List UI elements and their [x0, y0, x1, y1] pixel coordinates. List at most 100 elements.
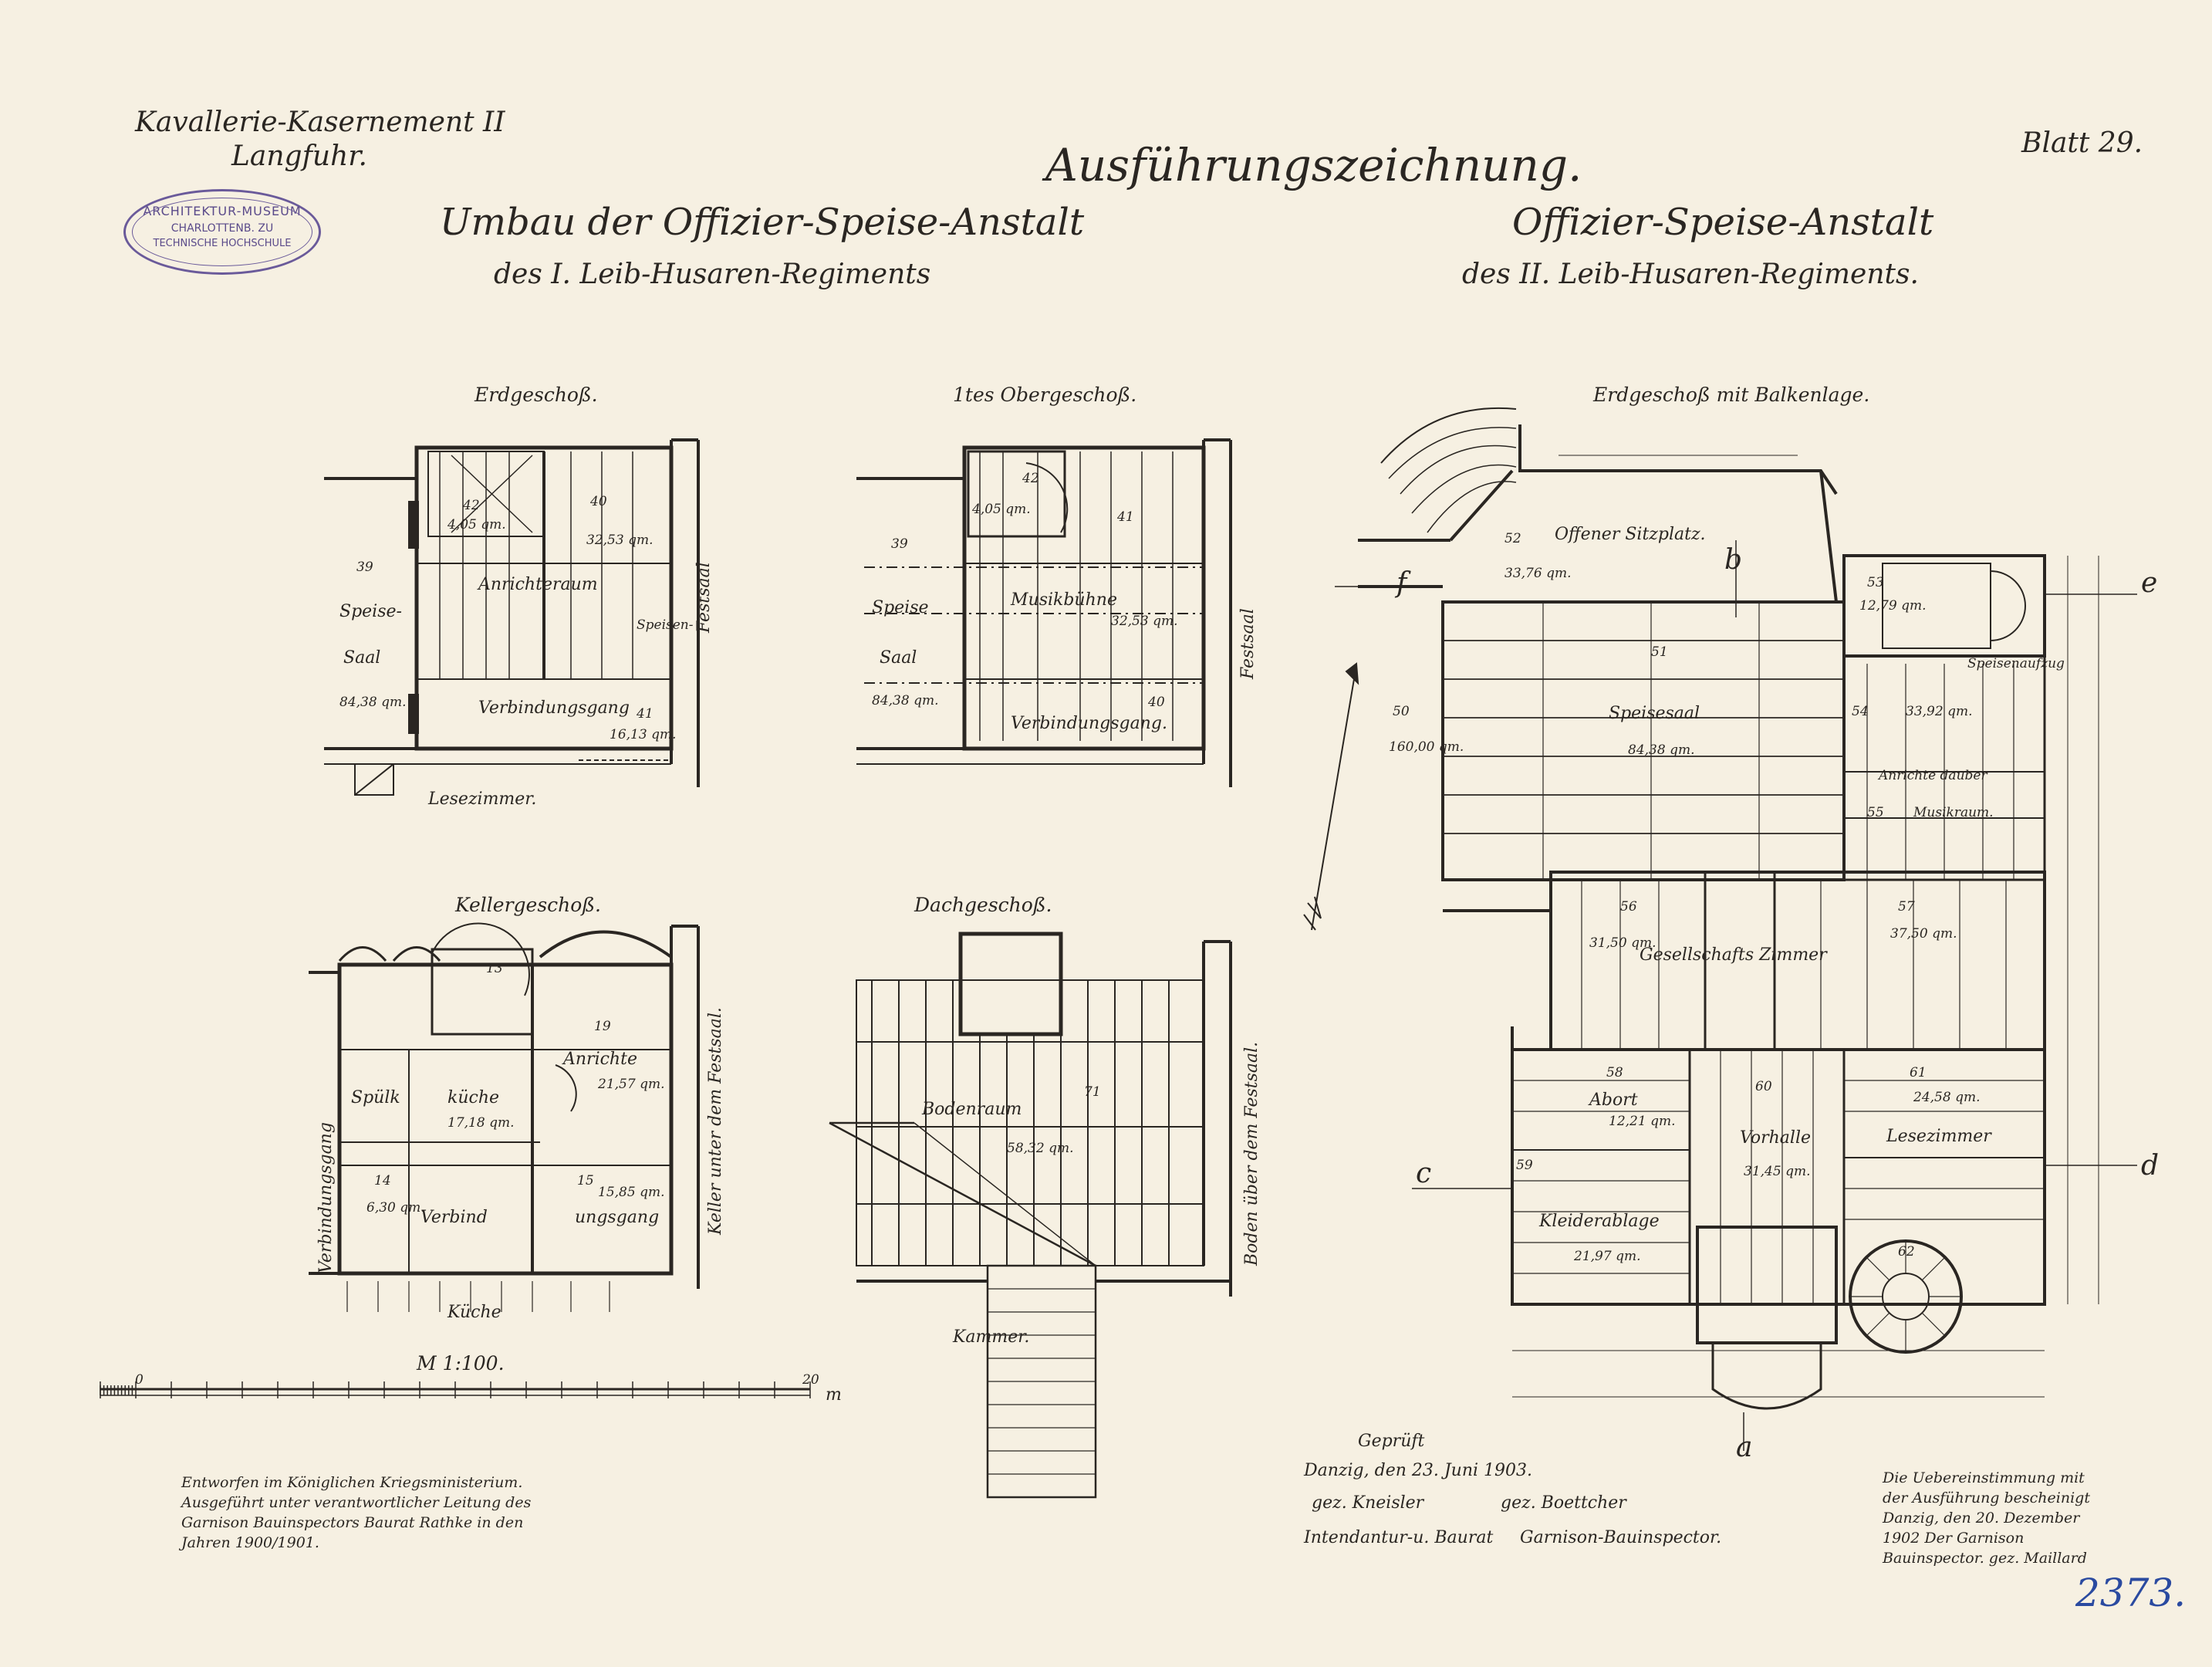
bl-num-50: 50: [1393, 704, 1410, 719]
eg-num-42: 42: [463, 498, 480, 513]
bl-num-54: 54: [1852, 704, 1869, 719]
bl-room-kleiderablage: Kleiderablage: [1539, 1212, 1660, 1231]
bl-room-left-area: 160,00 qm.: [1389, 739, 1464, 755]
scale-zero: 0: [135, 1372, 144, 1388]
kg-room-kueche-below: Küche: [447, 1303, 501, 1322]
bl-room-gesellschaftszimmer: Gesellschafts Zimmer: [1640, 945, 1827, 965]
eg-room-speisen: Speisen-: [637, 617, 694, 633]
eg-room-saal-area: 84,38 qm.: [339, 695, 407, 710]
bl-room-abort-area: 12,21 qm.: [1609, 1114, 1676, 1129]
bl-room-anrichte-area: 33,92 qm.: [1906, 704, 1973, 719]
title-dachgeschoss: Dachgeschoß.: [914, 894, 1052, 916]
bl-room-vorhalle-area: 31,45 qm.: [1744, 1164, 1811, 1179]
bl-room-speisesaal-area: 84,38 qm.: [1628, 742, 1695, 758]
kg-room-kueche-area: 17,18 qm.: [447, 1115, 515, 1131]
og-num-42: 42: [1022, 471, 1039, 486]
og-num-40: 40: [1148, 695, 1165, 710]
bl-room-gesellschaft-left-area: 31,50 qm.: [1589, 935, 1656, 951]
bl-num-52: 52: [1504, 531, 1521, 546]
title-balkenlage: Erdgeschoß mit Balkenlage.: [1593, 384, 1870, 406]
museum-stamp: ARCHITEKTUR-MUSEUM CHARLOTTENB. ZU TECHN…: [123, 189, 321, 275]
kg-room-keller-festsaal: Keller unter dem Festsaal.: [706, 1007, 725, 1235]
bl-room-musikraum: Musikraum.: [1913, 805, 1994, 820]
right-subtitle: des II. Leib-Husaren-Regiments.: [1462, 259, 1919, 290]
dg-room-kammer: Kammer.: [953, 1327, 1030, 1347]
project-location: Langfuhr.: [231, 140, 367, 172]
bl-room-vorhalle: Vorhalle: [1740, 1128, 1812, 1148]
eg-room-verbindungsgang-area: 16,13 qm.: [610, 727, 677, 742]
kg-room-verbind: Verbind: [420, 1208, 488, 1227]
section-mark-f: f: [1396, 567, 1407, 599]
eg-room-festsaal: Festsaal: [694, 562, 714, 633]
og-room-verbindungsgang: Verbindungsgang.: [1011, 714, 1167, 733]
kg-room-spuelk: Spülk: [351, 1088, 400, 1107]
kg-num-15: 15: [577, 1173, 594, 1189]
bl-num-58: 58: [1606, 1065, 1623, 1080]
kg-room-verbindungsgang-area: 15,85 qm.: [598, 1185, 665, 1200]
bl-room-kleiderablage-area: 21,97 qm.: [1574, 1249, 1641, 1264]
plan-erdgeschoss: [324, 438, 700, 796]
dg-room-bodenraum-area: 58,32 qm.: [1007, 1141, 1074, 1156]
og-room-festsaal: Festsaal: [1238, 608, 1258, 679]
og-room-saal-area: 84,38 qm.: [872, 693, 939, 708]
kg-room-verbindungsgang-side: Verbindungsgang: [316, 1122, 336, 1273]
kg-num-14: 14: [374, 1173, 391, 1189]
section-mark-a: a: [1736, 1432, 1753, 1463]
dg-num-71: 71: [1084, 1084, 1101, 1100]
note-center-1: Geprüft: [1358, 1432, 1425, 1451]
title-kellergeschoss: Kellergeschoß.: [455, 894, 601, 916]
og-room-speise: Speise: [872, 598, 929, 617]
bl-room-gesellschaft-right-area: 37,50 qm.: [1890, 926, 1957, 942]
eg-room-lesezimmer: Lesezimmer.: [428, 790, 537, 809]
inventory-number: 2373.: [2075, 1571, 2187, 1615]
bl-room-stair-area: 12,79 qm.: [1859, 598, 1927, 614]
section-mark-d: d: [2141, 1150, 2160, 1182]
eg-num-41: 41: [637, 706, 653, 722]
bl-num-60: 60: [1755, 1079, 1772, 1094]
og-room-stair-area: 4,05 qm.: [972, 502, 1031, 517]
eg-num-39: 39: [356, 560, 373, 575]
kg-room-small-area: 6,30 qm.: [366, 1200, 425, 1216]
plan-obergeschoss: [856, 438, 1232, 787]
note-center-4: gez. Boettcher: [1501, 1493, 1626, 1513]
bl-num-61: 61: [1910, 1065, 1927, 1080]
bl-room-sitzplatz: Offener Sitzplatz.: [1555, 525, 1706, 544]
bl-num-55: 55: [1867, 805, 1884, 820]
dg-room-bodenraum: Bodenraum: [922, 1100, 1022, 1119]
bl-num-59: 59: [1516, 1158, 1533, 1173]
og-room-musikbuehne: Musikbühne: [1011, 590, 1117, 610]
left-title: Umbau der Offizier-Speise-Anstalt: [440, 201, 1085, 244]
og-num-41: 41: [1117, 509, 1134, 525]
eg-room-anrichteraum-area: 32,53 qm.: [586, 533, 653, 548]
bl-num-56: 56: [1620, 899, 1637, 915]
section-mark-c: c: [1416, 1158, 1432, 1189]
scale-label: M 1:100.: [417, 1352, 505, 1375]
scale-end: 20: [802, 1372, 819, 1388]
kg-num-19: 19: [594, 1019, 611, 1034]
title-erdgeschoss: Erdgeschoß.: [474, 384, 598, 406]
note-center-5: Intendantur-u. Baurat: [1304, 1528, 1494, 1547]
bl-room-speisenaufzug: Speisenaufzug: [1967, 656, 2065, 671]
eg-room-stair-area: 4,05 qm.: [447, 517, 506, 533]
right-title: Offizier-Speise-Anstalt: [1512, 201, 1934, 244]
bl-num-51: 51: [1651, 644, 1668, 660]
kg-room-anrichte: Anrichte: [563, 1050, 637, 1069]
bl-num-57: 57: [1898, 899, 1915, 915]
scale-unit: m: [826, 1385, 842, 1405]
og-room-musikbuehne-area: 32,53 qm.: [1111, 614, 1178, 629]
bl-num-53: 53: [1867, 575, 1884, 590]
eg-num-40: 40: [590, 494, 607, 509]
note-center-2: Danzig, den 23. Juni 1903.: [1304, 1461, 1533, 1480]
eg-room-verbindungsgang: Verbindungsgang: [478, 698, 630, 718]
sheet-title: Ausführungszeichnung.: [1045, 139, 1582, 191]
stamp-inner-ring: [132, 198, 312, 266]
bl-room-lesezimmer: Lesezimmer: [1886, 1127, 1991, 1146]
plan-dachgeschoss: [829, 932, 1232, 1499]
left-subtitle: des I. Leib-Husaren-Regiments: [494, 259, 931, 290]
dg-room-boden-festsaal: Boden über dem Festsaal.: [1242, 1041, 1261, 1266]
note-left: Entworfen im Königlichen Kriegsministeri…: [181, 1474, 532, 1551]
og-room-saal: Saal: [880, 648, 917, 668]
note-center-6: Garnison-Bauinspector.: [1520, 1528, 1722, 1547]
